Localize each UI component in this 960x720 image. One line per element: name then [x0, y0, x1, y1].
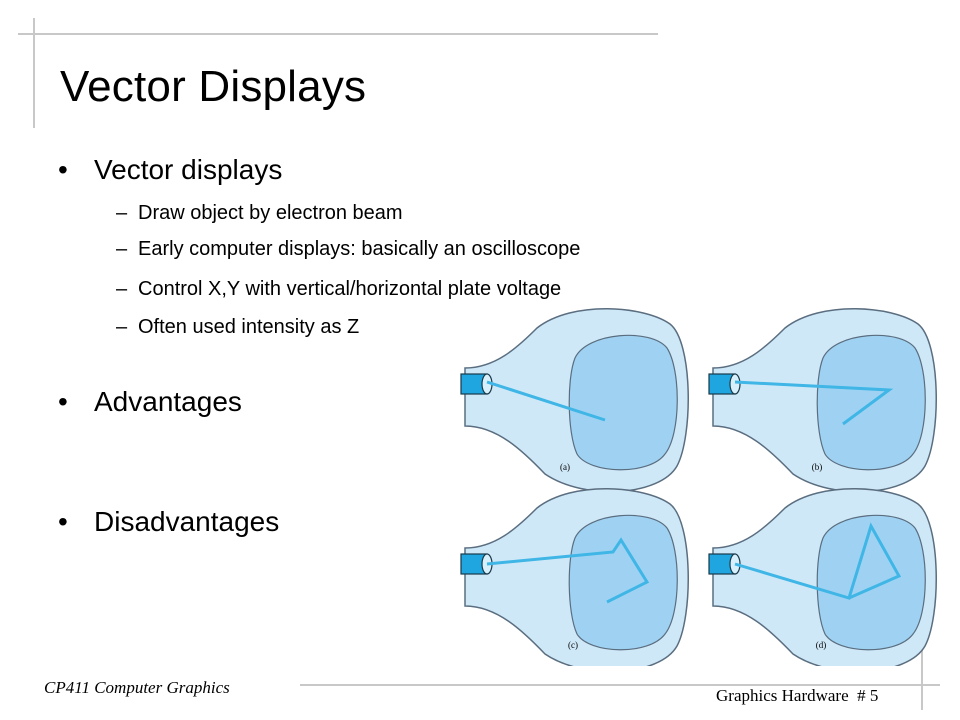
dash-marker: – [116, 238, 128, 260]
crt-tube-b [708, 307, 937, 493]
caption-d: (d) [816, 640, 827, 650]
crt-figure: (a) (b) (c) (d) [460, 307, 937, 666]
subitem-text: Control X,Y with vertical/horizontal pla… [138, 278, 562, 300]
bullet-dot: • [58, 506, 68, 537]
beam-path-a [486, 380, 606, 422]
corner-line-top-vertical [33, 18, 35, 128]
footer-section: Graphics Hardware [716, 686, 849, 705]
footer-page-number: # 5 [857, 686, 879, 705]
beam-path-d [734, 522, 902, 600]
crt-tube-c [460, 487, 689, 666]
caption-c: (c) [568, 640, 578, 650]
subitem-text: Often used intensity as Z [138, 316, 360, 338]
footer-course: CP411 Computer Graphics [44, 678, 230, 697]
caption-a: (a) [560, 462, 570, 472]
subitem-oscilloscope: –Early computer displays: basically an o… [116, 238, 580, 261]
bullet-dot: • [58, 386, 68, 417]
bullet-advantages: • Advantages [58, 386, 242, 418]
bullet-vector-displays: • Vector displays [58, 154, 282, 186]
dash-marker: – [116, 316, 128, 338]
footer-section-page: Graphics Hardware # 5 [716, 686, 878, 706]
beam-path-b [734, 380, 894, 426]
bullet-text: Vector displays [94, 154, 283, 185]
beam-path-c [486, 537, 650, 604]
crt-tube-d [708, 487, 937, 666]
subitem-text: Early computer displays: basically an os… [138, 238, 581, 260]
subitem-text: Draw object by electron beam [138, 202, 403, 224]
caption-b: (b) [812, 462, 823, 472]
dash-marker: – [116, 202, 128, 224]
slide-title: Vector Displays [60, 62, 367, 111]
corner-line-top-horizontal [18, 33, 658, 35]
subitem-plate-voltage: –Control X,Y with vertical/horizontal pl… [116, 278, 561, 301]
bullet-text: Disadvantages [94, 506, 280, 537]
crt-tube-a [460, 307, 689, 493]
corner-line-bottom-horizontal [300, 684, 940, 686]
bullet-disadvantages: • Disadvantages [58, 506, 279, 538]
subitem-electron-beam: –Draw object by electron beam [116, 202, 403, 225]
bullet-text: Advantages [94, 386, 242, 417]
bullet-dot: • [58, 154, 68, 185]
dash-marker: – [116, 278, 128, 300]
subitem-intensity-z: –Often used intensity as Z [116, 316, 359, 339]
